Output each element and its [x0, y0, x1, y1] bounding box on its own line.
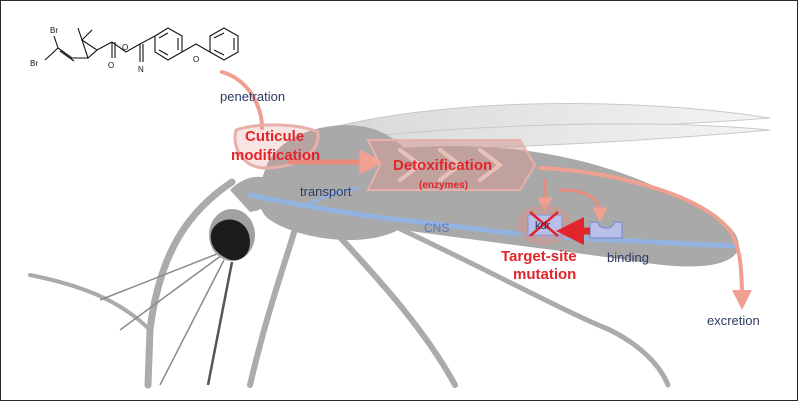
leg-mid-2 — [320, 215, 455, 385]
label-binding: binding — [607, 250, 649, 265]
atom-br-1: Br — [50, 26, 58, 35]
leg-front — [148, 182, 232, 385]
atom-br-2: Br — [30, 59, 38, 68]
ether-link — [182, 44, 210, 52]
label-cuticle-line2: modification — [231, 147, 320, 164]
vinyl-double — [60, 51, 74, 61]
dimethyl-bond-2 — [82, 30, 92, 40]
label-cns: CNS — [424, 221, 449, 235]
atom-o-ester: O — [122, 43, 128, 52]
label-detox-sub: (enzymes) — [419, 180, 468, 191]
label-target-line2: mutation — [513, 266, 576, 283]
ring1-link — [140, 36, 155, 44]
label-detox: Detoxification — [393, 157, 492, 174]
molecule-structure — [45, 28, 238, 62]
antenna-3 — [160, 260, 224, 385]
cyclopropane — [82, 40, 97, 58]
label-kdr: kdr — [535, 220, 551, 232]
proboscis — [208, 262, 232, 385]
leg-mid — [250, 212, 300, 385]
atom-o-ether: O — [193, 55, 199, 64]
carbonyl — [112, 42, 115, 58]
cbr2-bond — [45, 48, 58, 60]
label-transport: transport — [300, 184, 352, 199]
atom-o-carbonyl: O — [108, 61, 114, 70]
dimethyl-bond-1 — [78, 28, 82, 40]
label-excretion: excretion — [707, 313, 760, 328]
label-target-line1: Target-site — [501, 248, 577, 265]
benzene-1-inner — [159, 33, 178, 55]
label-penetration: penetration — [220, 89, 285, 104]
label-cuticle-line1: Cuticule — [245, 128, 304, 145]
atom-n: N — [138, 65, 144, 74]
benzene-2-inner — [214, 33, 234, 55]
ester-chain — [97, 42, 140, 52]
antenna-1 — [100, 252, 222, 300]
